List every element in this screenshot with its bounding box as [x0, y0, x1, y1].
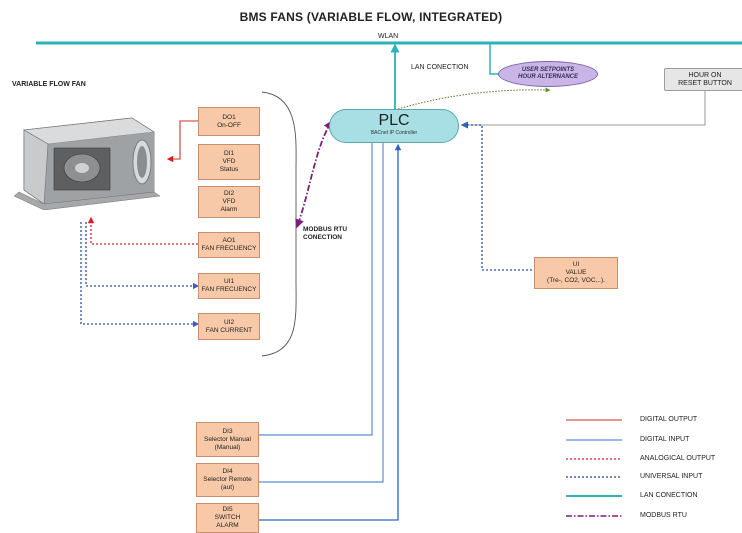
- ui-value-label: UI: [572, 261, 580, 268]
- io-box-di4: DI4 Selector Remote (aut): [196, 463, 259, 497]
- io-box-ui1-desc: FAN FRECUENCY: [201, 286, 257, 293]
- legend-lan-connection: LAN CONECTION: [640, 492, 698, 499]
- io-box-do1-desc: On-OFF: [217, 121, 241, 129]
- io-box-di2-desc2: Alarm: [220, 206, 238, 213]
- user-setpoints-line2: HOUR ALTERNANCE: [518, 74, 578, 80]
- io-box-ui1: UI1 FAN FRECUENCY: [198, 273, 260, 299]
- hour-reset-line2: RESET BUTTON: [678, 79, 732, 87]
- io-box-ao1-label: AO1: [222, 237, 236, 244]
- plc-title: PLC: [378, 112, 410, 129]
- wlan-to-setpoints-line: [489, 44, 498, 75]
- io-box-di4-desc: Selector Remote: [203, 476, 252, 483]
- io-box-di2-desc: VFD: [222, 198, 236, 205]
- io-box-di2: DI2 VFD Alarm: [198, 186, 260, 218]
- do1-line: [166, 120, 198, 163]
- hour-reset-line1: HOUR ON: [688, 71, 722, 79]
- io-box-di1-desc2: Status: [219, 166, 239, 173]
- io-box-di1-label: DI1: [223, 150, 235, 157]
- io-box-ui1-label: UI1: [223, 278, 235, 285]
- modbus-label: MODBUS RTU CONECTION: [303, 226, 347, 242]
- io-box-di5-desc: SWITCH: [214, 514, 241, 521]
- plc-setpoints-dotted-line: [397, 87, 551, 110]
- io-box-ao1: AO1 FAN FRECUENCY: [198, 232, 260, 258]
- user-setpoints-line1: USER SETPOINTS: [521, 67, 575, 73]
- lan-connection-label: LAN CONECTION: [411, 64, 469, 71]
- fan-label: VARIABLE FLOW FAN: [12, 81, 86, 88]
- wlan-label: WLAN: [378, 33, 399, 40]
- di4-line: [259, 143, 384, 483]
- legend-modbus-rtu: MODBUS RTU: [640, 512, 687, 519]
- ui2-line: [80, 222, 200, 328]
- ao1-line: [87, 216, 198, 245]
- io-box-di4-label: DI4: [222, 468, 233, 475]
- io-box-do1: DO1 On-OFF: [198, 107, 260, 136]
- io-box-di2-label: DI2: [223, 190, 235, 197]
- modbus-line: [295, 120, 333, 229]
- io-box-do1-label: DO1: [222, 113, 236, 121]
- legend-digital-output: DIGITAL OUTPUT: [640, 416, 698, 423]
- ui-value-desc: VALUE: [565, 269, 587, 276]
- io-box-ui2: UI2 FAN CURRENT: [198, 313, 260, 340]
- modbus-label-line1: MODBUS RTU: [303, 226, 348, 233]
- user-setpoints-node: USER SETPOINTS HOUR ALTERNANCE: [498, 61, 598, 87]
- io-box-ui2-desc: FAN CURRENT: [205, 326, 253, 334]
- legend-analog-output: ANALOGICAL OUTPUT: [640, 455, 716, 462]
- di3-line: [259, 143, 373, 436]
- hour-reset-line: [461, 91, 706, 126]
- fan-illustration: [14, 117, 161, 210]
- modbus-label-line2: CONECTION: [303, 234, 342, 241]
- legend-digital-input: DIGITAL INPUT: [640, 436, 690, 443]
- io-box-di4-desc2: (aut): [220, 484, 235, 491]
- diagram-title: BMS FANS (VARIABLE FLOW, INTEGRATED): [239, 10, 503, 24]
- di5-line: [259, 143, 402, 521]
- ui-value-line: [460, 121, 548, 271]
- plc-subtitle: BACnet IP Controller: [370, 130, 418, 136]
- hour-reset-button: HOUR ON RESET BUTTON: [664, 68, 742, 91]
- ui-value-box: UI VALUE (Tre-, CO2, VOC,..).: [534, 257, 618, 289]
- io-box-di5: DI5 SWITCH ALARM: [196, 503, 259, 533]
- io-box-di1: DI1 VFD Status: [198, 144, 260, 180]
- io-box-di3-label: DI3: [222, 427, 233, 435]
- io-box-di3-desc2: (Manual): [214, 443, 241, 451]
- ui-value-desc2: (Tre-, CO2, VOC,..).: [547, 277, 605, 284]
- io-box-di3-desc: Selector Manual: [204, 435, 251, 443]
- io-bracket: [261, 91, 297, 357]
- io-box-di5-label: DI5: [222, 506, 233, 513]
- io-box-di5-desc2: ALARM: [216, 522, 239, 529]
- plc-controller: PLC BACnet IP Controller: [329, 109, 459, 143]
- io-box-di1-desc: VFD: [222, 158, 236, 165]
- io-box-di3: DI3 Selector Manual (Manual): [196, 422, 259, 457]
- legend-universal-input: UNIVERSAL INPUT: [640, 473, 703, 480]
- io-box-ao1-desc: FAN FRECUENCY: [201, 245, 257, 252]
- io-box-ui2-label: UI2: [223, 318, 235, 326]
- ui1-line: [85, 222, 200, 290]
